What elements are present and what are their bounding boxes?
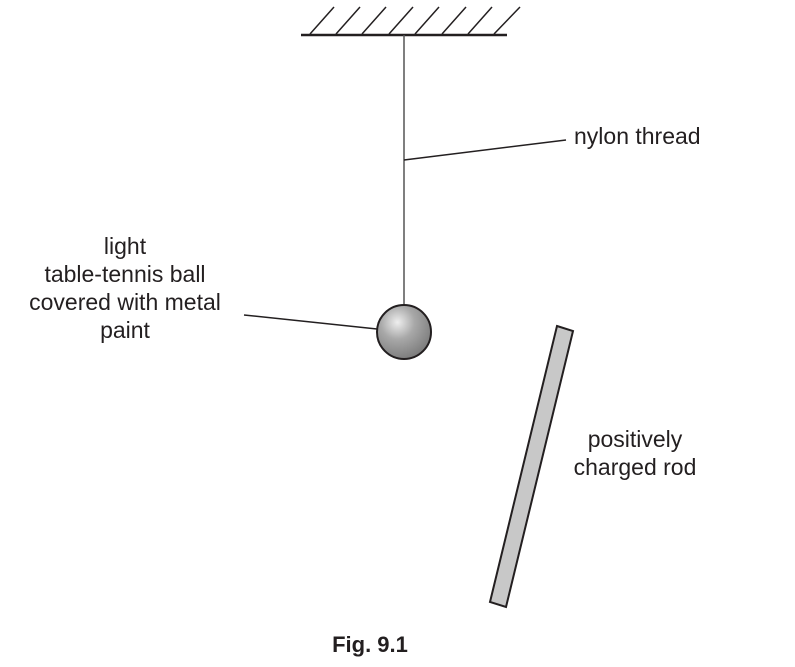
ball-label-line: table-tennis ball — [44, 261, 206, 287]
ball-label-line: covered with metal — [29, 289, 221, 315]
thread-leader-line — [403, 139, 567, 161]
ball-leader-line — [243, 314, 378, 330]
rod-label-line: charged rod — [573, 454, 697, 480]
ceiling-support — [301, 6, 521, 37]
metal-painted-ball — [376, 304, 432, 360]
ball-label-line: light — [103, 233, 147, 259]
rod-label: positively charged rod — [545, 425, 725, 481]
ball-label: light table-tennis ball covered with met… — [0, 232, 250, 344]
ceiling-hatching — [309, 6, 521, 35]
thread-label: nylon thread — [574, 123, 701, 149]
ball-label-line: paint — [100, 317, 150, 343]
rod-label-line: positively — [587, 426, 683, 452]
positively-charged-rod — [488, 324, 575, 609]
figure-caption: Fig. 9.1 — [332, 632, 408, 657]
